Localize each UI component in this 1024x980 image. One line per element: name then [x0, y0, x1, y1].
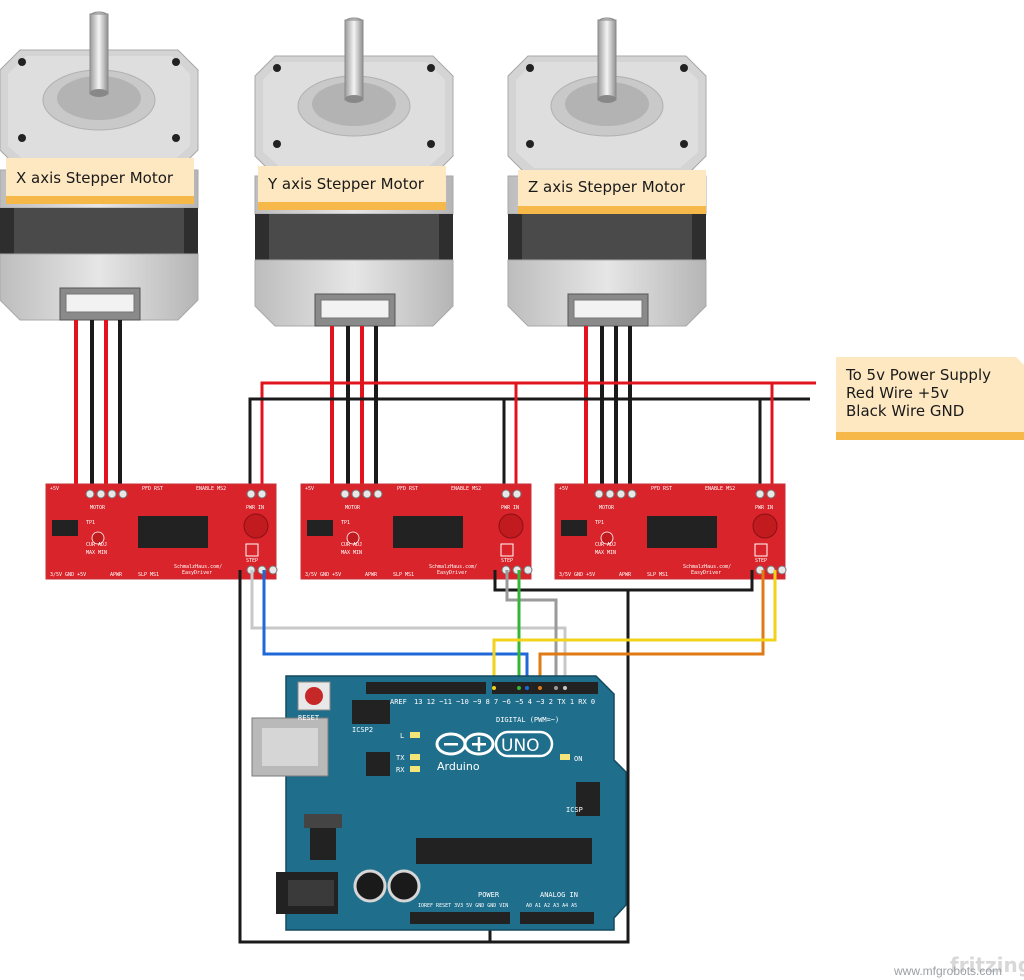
- svg-text:L: L: [400, 732, 404, 740]
- svg-text:APWR: APWR: [365, 572, 378, 578]
- pins-7-0: 7 ~6 ~5 4 ~3 2 TX 1 RX 0: [494, 698, 595, 706]
- svg-text:MOTOR: MOTOR: [599, 505, 615, 511]
- svg-text:PFD RST: PFD RST: [397, 486, 418, 492]
- svg-text:ENABLE MS2: ENABLE MS2: [196, 486, 226, 492]
- svg-text:RX: RX: [396, 766, 405, 774]
- on-label: ON: [574, 755, 582, 763]
- signal-wires: [238, 570, 777, 944]
- site-watermark: www.mfgrobots.com: [893, 964, 1002, 978]
- svg-text:CUR ADJ: CUR ADJ: [341, 542, 362, 548]
- power-note-line-1: To 5v Power Supply: [845, 366, 991, 384]
- svg-text:ENABLE MS2: ENABLE MS2: [451, 486, 481, 492]
- svg-text:ENABLE MS2: ENABLE MS2: [705, 486, 735, 492]
- pin-markers: [492, 686, 567, 690]
- svg-text:SLP MS1: SLP MS1: [138, 572, 159, 578]
- analog-pins-label: A0 A1 A2 A3 A4 A5: [526, 903, 577, 909]
- arduino-logo: UNO Arduino: [435, 730, 554, 773]
- svg-text:Arduino: Arduino: [437, 760, 480, 773]
- svg-text:CUR ADJ: CUR ADJ: [86, 542, 107, 548]
- svg-text:CUR ADJ: CUR ADJ: [595, 542, 616, 548]
- svg-text:+5V: +5V: [50, 486, 59, 492]
- arduino-uno-board: RESET ICSP2 AREF 13 12 ~11 ~10 ~9 8 7 ~6…: [251, 675, 627, 931]
- svg-text:MAX MIN: MAX MIN: [595, 550, 616, 556]
- driver-board-z: +5V MOTOR PFD RST ENABLE MS2 PWR IN TP1 …: [554, 483, 787, 580]
- y-motor-label: Y axis Stepper Motor: [267, 175, 425, 193]
- z-motor-label-note: Z axis Stepper Motor: [518, 170, 706, 214]
- svg-text:PWR IN: PWR IN: [501, 505, 519, 511]
- motor-wires: [74, 320, 632, 490]
- svg-text:MAX MIN: MAX MIN: [86, 550, 107, 556]
- svg-text:EasyDriver: EasyDriver: [691, 570, 721, 576]
- pins-13-8: 13 12 ~11 ~10 ~9 8: [414, 698, 490, 706]
- svg-text:+5V: +5V: [559, 486, 568, 492]
- icsp2-label: ICSP2: [352, 726, 373, 734]
- svg-text:SchmalzHaus.com/: SchmalzHaus.com/: [174, 564, 222, 570]
- svg-text:TP1: TP1: [595, 520, 604, 526]
- svg-text:+5V: +5V: [305, 486, 314, 492]
- digital-label: DIGITAL (PWM=~): [496, 716, 559, 724]
- aref-label: AREF: [390, 698, 407, 706]
- svg-text:PWR IN: PWR IN: [755, 505, 773, 511]
- svg-text:TP1: TP1: [86, 520, 95, 526]
- svg-text:EasyDriver: EasyDriver: [437, 570, 467, 576]
- power-bus-wires: [248, 381, 816, 490]
- svg-text:APWR: APWR: [619, 572, 632, 578]
- driver-board-y: +5V MOTOR PFD RST ENABLE MS2 PWR IN TP1 …: [300, 483, 533, 580]
- svg-text:SLP MS1: SLP MS1: [647, 572, 668, 578]
- svg-text:MOTOR: MOTOR: [345, 505, 361, 511]
- svg-text:3/5V GND +5V: 3/5V GND +5V: [305, 572, 341, 578]
- x-motor-label: X axis Stepper Motor: [16, 169, 174, 187]
- x-motor-label-note: X axis Stepper Motor: [6, 158, 194, 204]
- power-pins-label: IOREF RESET 3V3 5V GND GND VIN: [418, 903, 508, 909]
- svg-text:EasyDriver: EasyDriver: [182, 570, 212, 576]
- fritzing-watermark: fritzing: [950, 953, 1024, 977]
- svg-text:PFD RST: PFD RST: [142, 486, 163, 492]
- power-note-line-3: Black Wire GND: [846, 402, 964, 420]
- svg-text:SchmalzHaus.com/: SchmalzHaus.com/: [429, 564, 477, 570]
- svg-text:MOTOR: MOTOR: [90, 505, 106, 511]
- svg-text:PFD RST: PFD RST: [651, 486, 672, 492]
- analog-in-label: ANALOG IN: [540, 891, 578, 899]
- power-note-line-2: Red Wire +5v: [846, 384, 949, 402]
- svg-text:SLP MS1: SLP MS1: [393, 572, 414, 578]
- power-label: POWER: [478, 891, 500, 899]
- power-supply-note: To 5v Power Supply Red Wire +5v Black Wi…: [836, 357, 1024, 440]
- svg-text:3/5V GND +5V: 3/5V GND +5V: [50, 572, 86, 578]
- z-motor-label: Z axis Stepper Motor: [528, 178, 686, 196]
- svg-text:STEP: STEP: [246, 558, 258, 564]
- svg-text:SchmalzHaus.com/: SchmalzHaus.com/: [683, 564, 731, 570]
- reset-label: RESET: [298, 714, 320, 722]
- svg-text:UNO: UNO: [501, 736, 540, 756]
- svg-text:3/5V GND +5V: 3/5V GND +5V: [559, 572, 595, 578]
- svg-text:MAX MIN: MAX MIN: [341, 550, 362, 556]
- icsp-label: ICSP: [566, 806, 583, 814]
- svg-text:PWR IN: PWR IN: [246, 505, 264, 511]
- svg-text:APWR: APWR: [110, 572, 123, 578]
- svg-text:STEP: STEP: [755, 558, 767, 564]
- svg-text:TP1: TP1: [341, 520, 350, 526]
- y-motor-label-note: Y axis Stepper Motor: [258, 166, 446, 210]
- driver-board-x: +5V MOTOR PFD RST ENABLE MS2 PWR IN TP1 …: [45, 483, 278, 580]
- svg-text:TX: TX: [396, 754, 405, 762]
- svg-text:STEP: STEP: [501, 558, 513, 564]
